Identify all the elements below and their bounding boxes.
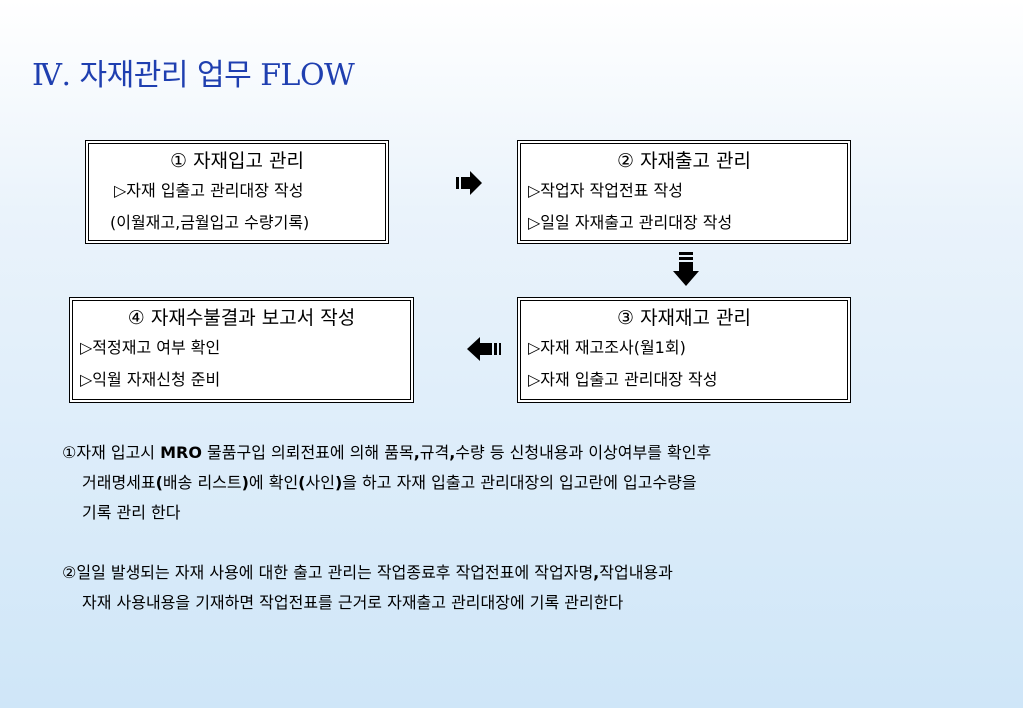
arrow-down-icon (673, 252, 699, 286)
note-text: 작업내용과 (599, 563, 673, 582)
note-text: 물품구입 의뢰전표에 의해 품목 (201, 443, 414, 462)
box-heading: ① 자재입고 관리 (170, 150, 304, 172)
box-line: ▷자재 재고조사(월1회) (528, 338, 686, 357)
note-line: 거래명세표(배송 리스트)에 확인(사인)을 하고 자재 입출고 관리대장의 입… (62, 468, 711, 498)
note-text-bold: , (449, 443, 456, 462)
note-text-bold: ( (298, 473, 306, 492)
note-text-bold: ( (155, 473, 163, 492)
note-line: ②일일 발생되는 자재 사용에 대한 출고 관리는 작업종료후 작업전표에 작업… (62, 558, 673, 588)
note-text: ②일일 발생되는 자재 사용에 대한 출고 관리는 작업종료후 작업전표에 작업… (62, 563, 594, 582)
note-text: ①자재 입고시 (62, 443, 161, 462)
arrow-right-icon (456, 171, 482, 195)
note-text: 을 하고 자재 입출고 관리대장의 입고란에 입고수량을 (342, 473, 697, 492)
box-line: ▷일일 자재출고 관리대장 작성 (528, 213, 733, 232)
flow-box-issuing: ② 자재출고 관리 ▷작업자 작업전표 작성 ▷일일 자재출고 관리대장 작성 (517, 140, 851, 244)
note-paragraph-1: ①자재 입고시 MRO 물품구입 의뢰전표에 의해 품목,규격,수량 등 신청내… (62, 438, 711, 528)
note-text: 수량 등 신청내용과 이상여부를 확인후 (455, 443, 712, 462)
box-heading: ④ 자재수불결과 보고서 작성 (127, 307, 356, 329)
box-line: ▷적정재고 여부 확인 (80, 338, 221, 357)
flow-box-receiving: ① 자재입고 관리 ▷자재 입출고 관리대장 작성 (이월재고,금월입고 수량기… (85, 140, 389, 244)
note-line: 자재 사용내용을 기재하면 작업전표를 근거로 자재출고 관리대장에 기록 관리… (82, 593, 624, 612)
note-text: 에 확인 (248, 473, 299, 492)
note-text: 규격 (419, 443, 450, 462)
note-text-bold: ) (334, 473, 343, 492)
box-line: ▷자재 입출고 관리대장 작성 (528, 370, 718, 389)
note-text-bold: , (413, 443, 420, 462)
note-text-bold: , (593, 563, 600, 582)
note-paragraph-2: ②일일 발생되는 자재 사용에 대한 출고 관리는 작업종료후 작업전표에 작업… (62, 558, 673, 618)
note-line: ①자재 입고시 MRO 물품구입 의뢰전표에 의해 품목,규격,수량 등 신청내… (62, 438, 711, 468)
page-title: Ⅳ. 자재관리 업무 FLOW (32, 58, 355, 93)
box-line: ▷자재 입출고 관리대장 작성 (114, 181, 304, 200)
note-text: 사인 (305, 473, 335, 492)
note-line: 기록 관리 한다 (82, 503, 181, 522)
note-text-bold: MRO (160, 443, 202, 462)
box-line: ▷익월 자재신청 준비 (80, 370, 221, 389)
flow-box-inventory: ③ 자재재고 관리 ▷자재 재고조사(월1회) ▷자재 입출고 관리대장 작성 (517, 297, 851, 403)
note-text: 거래명세표 (82, 473, 156, 492)
note-text: 배송 리스트 (162, 473, 242, 492)
box-heading: ③ 자재재고 관리 (617, 307, 751, 329)
box-line: (이월재고,금월입고 수량기록) (110, 213, 310, 232)
note-text-bold: ) (241, 473, 249, 492)
box-line: ▷작업자 작업전표 작성 (528, 181, 683, 200)
flow-box-report: ④ 자재수불결과 보고서 작성 ▷적정재고 여부 확인 ▷익월 자재신청 준비 (69, 297, 414, 403)
arrow-left-icon (467, 337, 501, 361)
box-heading: ② 자재출고 관리 (617, 150, 751, 172)
